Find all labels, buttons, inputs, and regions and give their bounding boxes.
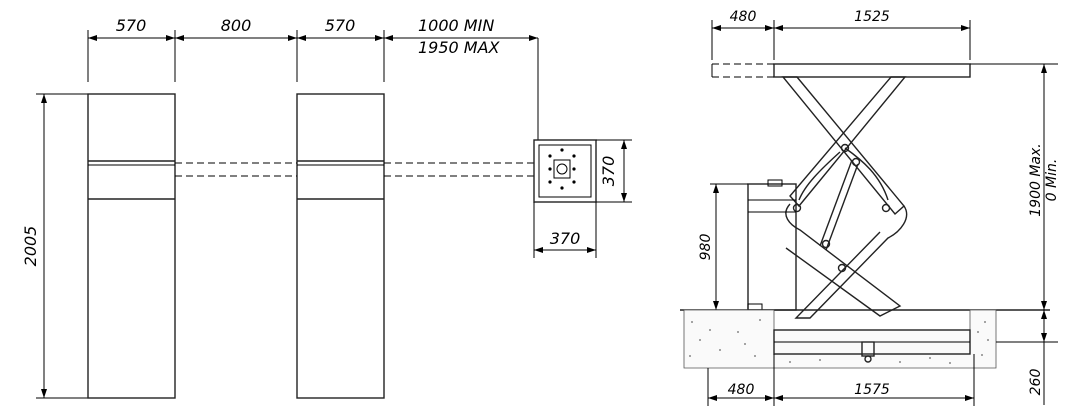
dim-platform-length: 1525 — [854, 9, 890, 25]
dim-base-length: 1575 — [854, 382, 890, 398]
dim-overhang-top: 480 — [730, 9, 757, 25]
selector-knob-icon — [556, 163, 568, 175]
dim-range-max: 1950 MAX — [418, 38, 501, 57]
scissor-mechanism — [781, 76, 908, 319]
dim-lift-min: 0 Min. — [1044, 159, 1060, 202]
left-front-view: 570 800 570 1000 MIN 1950 MAX 2005 — [21, 16, 632, 399]
dim-column-height: 980 — [698, 234, 714, 261]
dim-panel-width: 370 — [550, 229, 581, 248]
dim-height: 2005 — [21, 226, 40, 267]
dim-overhang-bottom: 480 — [728, 382, 755, 398]
left-column — [87, 93, 176, 399]
right-side-view: 480 1525 — [680, 9, 1060, 406]
hydraulic-cylinder — [819, 159, 853, 247]
right-column — [296, 93, 385, 399]
dim-column-width-right: 570 — [325, 16, 356, 35]
dim-pit-depth: 260 — [1028, 369, 1044, 396]
dashed-cable-lines — [175, 162, 534, 177]
concrete-pit — [683, 309, 997, 369]
side-column — [747, 179, 797, 311]
control-panel — [533, 139, 597, 203]
dim-panel-height: 370 — [599, 156, 618, 187]
platform — [711, 63, 971, 78]
dim-range-min: 1000 MIN — [418, 16, 494, 35]
dim-gap: 800 — [221, 16, 252, 35]
dim-column-width-left: 570 — [116, 16, 147, 35]
key-switch-icon — [553, 159, 571, 179]
dim-lift-max: 1900 Max. — [1028, 143, 1044, 216]
